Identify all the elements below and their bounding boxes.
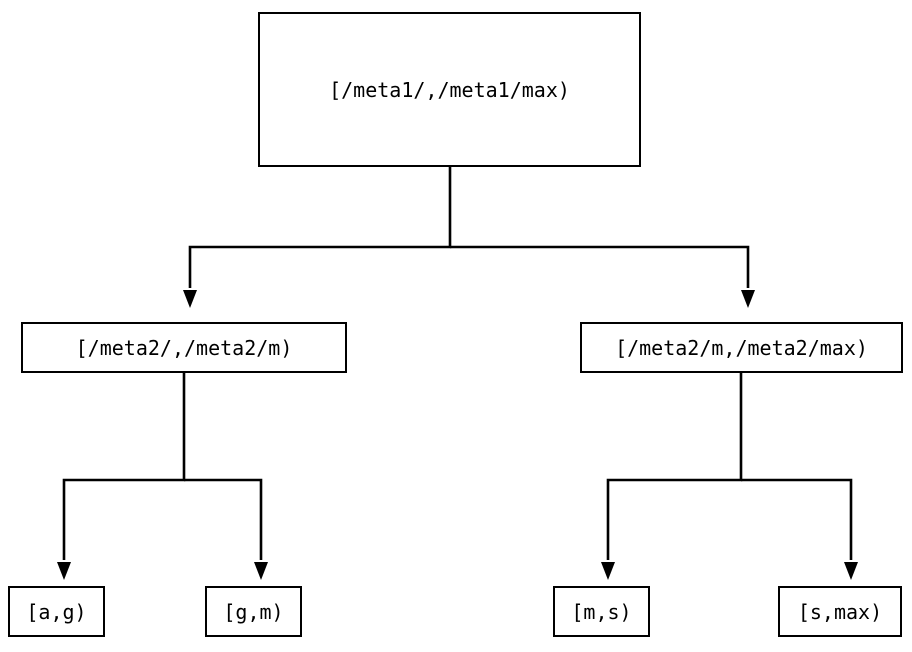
arrowhead-icon — [601, 562, 615, 580]
node-mid-right[interactable]: [/meta2/m,/meta2/max) — [580, 322, 903, 373]
arrowhead-icon — [254, 562, 268, 580]
edge-mid-right-to-leaf-ms — [601, 373, 743, 580]
arrowhead-icon — [741, 290, 755, 308]
node-leaf-a-g[interactable]: [a,g) — [8, 586, 105, 637]
node-root[interactable]: [/meta1/,/meta1/max) — [258, 12, 641, 167]
edge-mid-left-to-leaf-gm — [184, 478, 268, 580]
arrowhead-icon — [183, 290, 197, 308]
edge-root-to-mid-right — [450, 245, 755, 308]
edge-root-to-mid-left — [183, 167, 452, 308]
node-leaf-s-max[interactable]: [s,max) — [778, 586, 902, 637]
edge-mid-left-to-leaf-ag — [57, 373, 186, 580]
node-leaf-g-m[interactable]: [g,m) — [205, 586, 302, 637]
arrowhead-icon — [844, 562, 858, 580]
node-mid-left[interactable]: [/meta2/,/meta2/m) — [21, 322, 347, 373]
node-leaf-m-s[interactable]: [m,s) — [553, 586, 650, 637]
arrowhead-icon — [57, 562, 71, 580]
edge-mid-right-to-leaf-smax — [741, 478, 858, 580]
